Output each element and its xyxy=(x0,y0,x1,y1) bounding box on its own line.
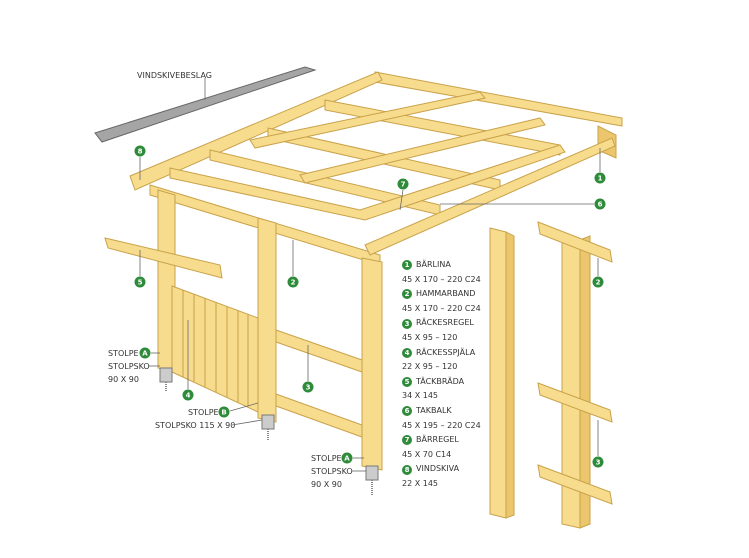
svg-text:2: 2 xyxy=(291,279,296,287)
svg-text:7: 7 xyxy=(401,181,406,189)
svg-text:B: B xyxy=(221,409,226,417)
svg-text:1: 1 xyxy=(598,175,603,183)
legend-item-dim: 45 X 70 C14 xyxy=(402,449,452,459)
railing-slats xyxy=(171,285,259,413)
callout-7: 7 xyxy=(397,178,409,190)
legend-item-dim: 45 X 195 – 220 C24 xyxy=(402,420,481,430)
shoe-a2-label: STOLPSKO xyxy=(311,467,353,476)
callout-3-detail: 3 xyxy=(592,456,604,468)
svg-text:6: 6 xyxy=(598,201,603,209)
shoe-a-size: 90 X 90 xyxy=(108,375,139,384)
post-shoe xyxy=(159,367,173,383)
callout-2-detail: 2 xyxy=(592,276,604,288)
legend-item-dim: 45 X 95 – 120 xyxy=(402,332,458,342)
callout-3: 3 xyxy=(302,381,314,393)
svg-text:A: A xyxy=(344,455,350,463)
post-b-label: STOLPE xyxy=(188,408,219,417)
svg-text:8: 8 xyxy=(138,148,143,156)
legend-item-dim: 22 X 145 xyxy=(402,478,439,488)
callout-2: 2 xyxy=(287,276,299,288)
rail-upper xyxy=(275,329,363,373)
post-a-label: STOLPE xyxy=(108,349,139,358)
shoe-a2-size: 90 X 90 xyxy=(311,480,342,489)
callout-1: 1 xyxy=(594,172,606,184)
cover-board xyxy=(104,237,223,279)
gutter-flashing xyxy=(94,66,317,143)
svg-text:4: 4 xyxy=(186,392,191,400)
svg-text:5: 5 xyxy=(138,279,143,287)
detail-posts xyxy=(489,221,613,529)
post-shoe xyxy=(261,414,275,430)
shoe-a-label: STOLPSKO xyxy=(108,362,150,371)
legend-item-dim: 34 X 145 xyxy=(402,391,439,401)
post-right xyxy=(361,257,383,471)
svg-text:A: A xyxy=(142,350,148,358)
rail-lower xyxy=(275,393,363,438)
callout-6: 6 xyxy=(594,198,606,210)
callout-4: 4 xyxy=(182,389,194,401)
post-shoe xyxy=(365,465,379,481)
svg-text:3: 3 xyxy=(306,384,311,392)
post-a2-label: STOLPE xyxy=(311,454,342,463)
callout-5: 5 xyxy=(134,276,146,288)
shoe-b-label: STOLPSKO 115 X 90 xyxy=(155,421,235,430)
svg-text:3: 3 xyxy=(596,459,601,467)
post-middle xyxy=(257,217,277,423)
gutter-label: VINDSKIVEBESLAG xyxy=(137,71,212,80)
legend-item-dim: 45 X 170 – 220 C24 xyxy=(402,274,481,284)
legend-item-dim: 45 X 170 – 220 C24 xyxy=(402,303,481,313)
svg-text:2: 2 xyxy=(596,279,601,287)
callout-8: 8 xyxy=(134,145,146,157)
legend-item-dim: 22 X 95 – 120 xyxy=(402,362,458,372)
roof-frame xyxy=(129,71,623,266)
